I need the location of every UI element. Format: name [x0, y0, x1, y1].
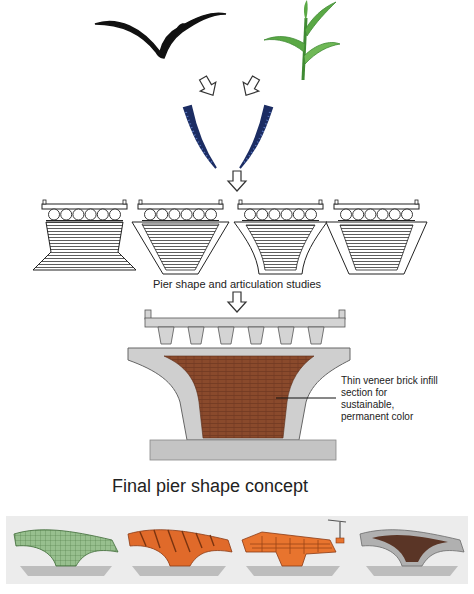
plant-leaf	[304, 43, 340, 65]
abstract-stroke	[240, 106, 272, 168]
render-brick-joints	[250, 536, 332, 554]
flow-arrow	[228, 292, 246, 312]
pier-study	[33, 200, 136, 270]
deck-slab	[145, 318, 345, 327]
deck-section	[238, 200, 323, 221]
foundation	[150, 440, 336, 460]
abstract-stroke-texture	[243, 112, 270, 164]
render-base	[20, 566, 112, 576]
render-brick-panels	[242, 532, 336, 566]
pier-infill	[246, 225, 315, 270]
render-crane	[328, 520, 346, 538]
leader-line	[276, 398, 336, 399]
flow-arrow	[238, 74, 264, 100]
deck-section	[334, 200, 419, 221]
pier-study	[132, 200, 229, 274]
render-strips	[128, 530, 232, 576]
pier-outline	[234, 222, 327, 274]
pier-study	[326, 200, 427, 274]
pier-study	[234, 200, 327, 274]
render-shell	[360, 530, 464, 566]
render-final	[360, 530, 464, 576]
figure-title: Final pier shape concept	[40, 476, 380, 498]
render-strip-shell	[128, 530, 232, 566]
pier-shell	[128, 348, 350, 440]
pier-infill	[142, 224, 219, 270]
abstract-stroke	[184, 106, 216, 168]
pier-infill	[340, 225, 413, 270]
render-strip	[6, 516, 468, 584]
pier-outline	[132, 222, 229, 274]
plant-leaf	[264, 37, 305, 52]
render-infill	[372, 535, 448, 562]
caption-text: Pier shape and articulation studies	[90, 278, 384, 291]
render-mesh	[14, 530, 118, 576]
render-base	[366, 566, 458, 576]
deck-section	[138, 200, 223, 221]
flow-arrow	[228, 171, 246, 191]
bird-silhouette	[95, 13, 226, 58]
render-base	[132, 566, 226, 576]
render-mesh-shell	[14, 530, 118, 566]
render-strip-lines	[140, 530, 214, 552]
brick-infill	[164, 356, 314, 438]
pier-outline	[33, 222, 136, 270]
abstract-stroke-texture	[186, 112, 213, 164]
deck-girders	[158, 327, 324, 344]
render-base	[246, 566, 340, 576]
render-bricks	[242, 520, 346, 576]
callout-text: Thin veneer brick infill section for sus…	[341, 375, 441, 423]
bird-head	[176, 23, 186, 30]
final-pier	[128, 310, 350, 460]
plant-leaf	[305, 2, 336, 36]
flow-arrow	[195, 74, 221, 100]
deck-section	[42, 200, 127, 221]
render-crane-load	[336, 538, 344, 543]
plant-leaf	[304, 0, 308, 20]
pier-outline	[326, 222, 427, 274]
